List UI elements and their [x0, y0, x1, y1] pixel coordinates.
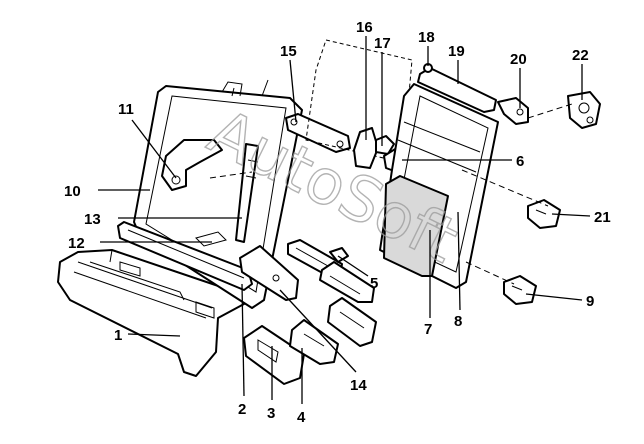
callout-2: 2 — [238, 401, 246, 418]
callout-7: 7 — [424, 321, 432, 338]
callout-18: 18 — [418, 29, 435, 46]
callout-19: 19 — [448, 43, 465, 60]
callout-20: 20 — [510, 51, 527, 68]
callout-3: 3 — [267, 405, 275, 422]
part-3-hinge-cover — [243, 325, 305, 385]
callout-11: 11 — [118, 101, 134, 118]
callout-15: 15 — [280, 43, 297, 60]
removed-backrest-outline — [305, 39, 413, 161]
callout-16: 16 — [356, 19, 373, 36]
part-1-seat-cushion-frame — [57, 249, 245, 377]
part-5-release-handle — [287, 239, 375, 303]
callout-13: 13 — [84, 211, 101, 228]
part-15-lever — [285, 113, 351, 153]
part-22-lock-mechanism — [567, 91, 601, 129]
part-2-cover-panel — [239, 245, 299, 301]
part-16-latch — [353, 127, 379, 169]
part-14-small-cover — [327, 297, 377, 347]
callout-17: 17 — [374, 35, 391, 52]
callout-21: 21 — [594, 209, 611, 226]
callout-1: 1 — [114, 327, 122, 344]
part-7-backrest-board — [383, 175, 449, 277]
leader-lines — [98, 36, 591, 404]
part-20-hinge — [497, 97, 529, 125]
part-9-plug — [503, 275, 537, 305]
callout-22: 22 — [572, 47, 589, 64]
callout-labels: 1 2 3 4 5 6 7 8 9 10 11 12 13 14 15 16 1… — [64, 19, 611, 426]
callout-10: 10 — [64, 183, 81, 200]
part-21-plug — [527, 199, 561, 229]
part-12-trim-strip — [117, 221, 253, 291]
assembly-lines — [209, 103, 573, 285]
callout-14: 14 — [350, 377, 367, 394]
callout-12: 12 — [68, 235, 85, 252]
callout-5: 5 — [370, 275, 378, 292]
callout-8: 8 — [454, 313, 462, 330]
part-17-spring — [375, 135, 395, 155]
part-11-hinge-bracket — [161, 139, 223, 191]
callout-6: 6 — [516, 153, 524, 170]
callout-4: 4 — [297, 409, 306, 426]
callout-9: 9 — [586, 293, 594, 310]
